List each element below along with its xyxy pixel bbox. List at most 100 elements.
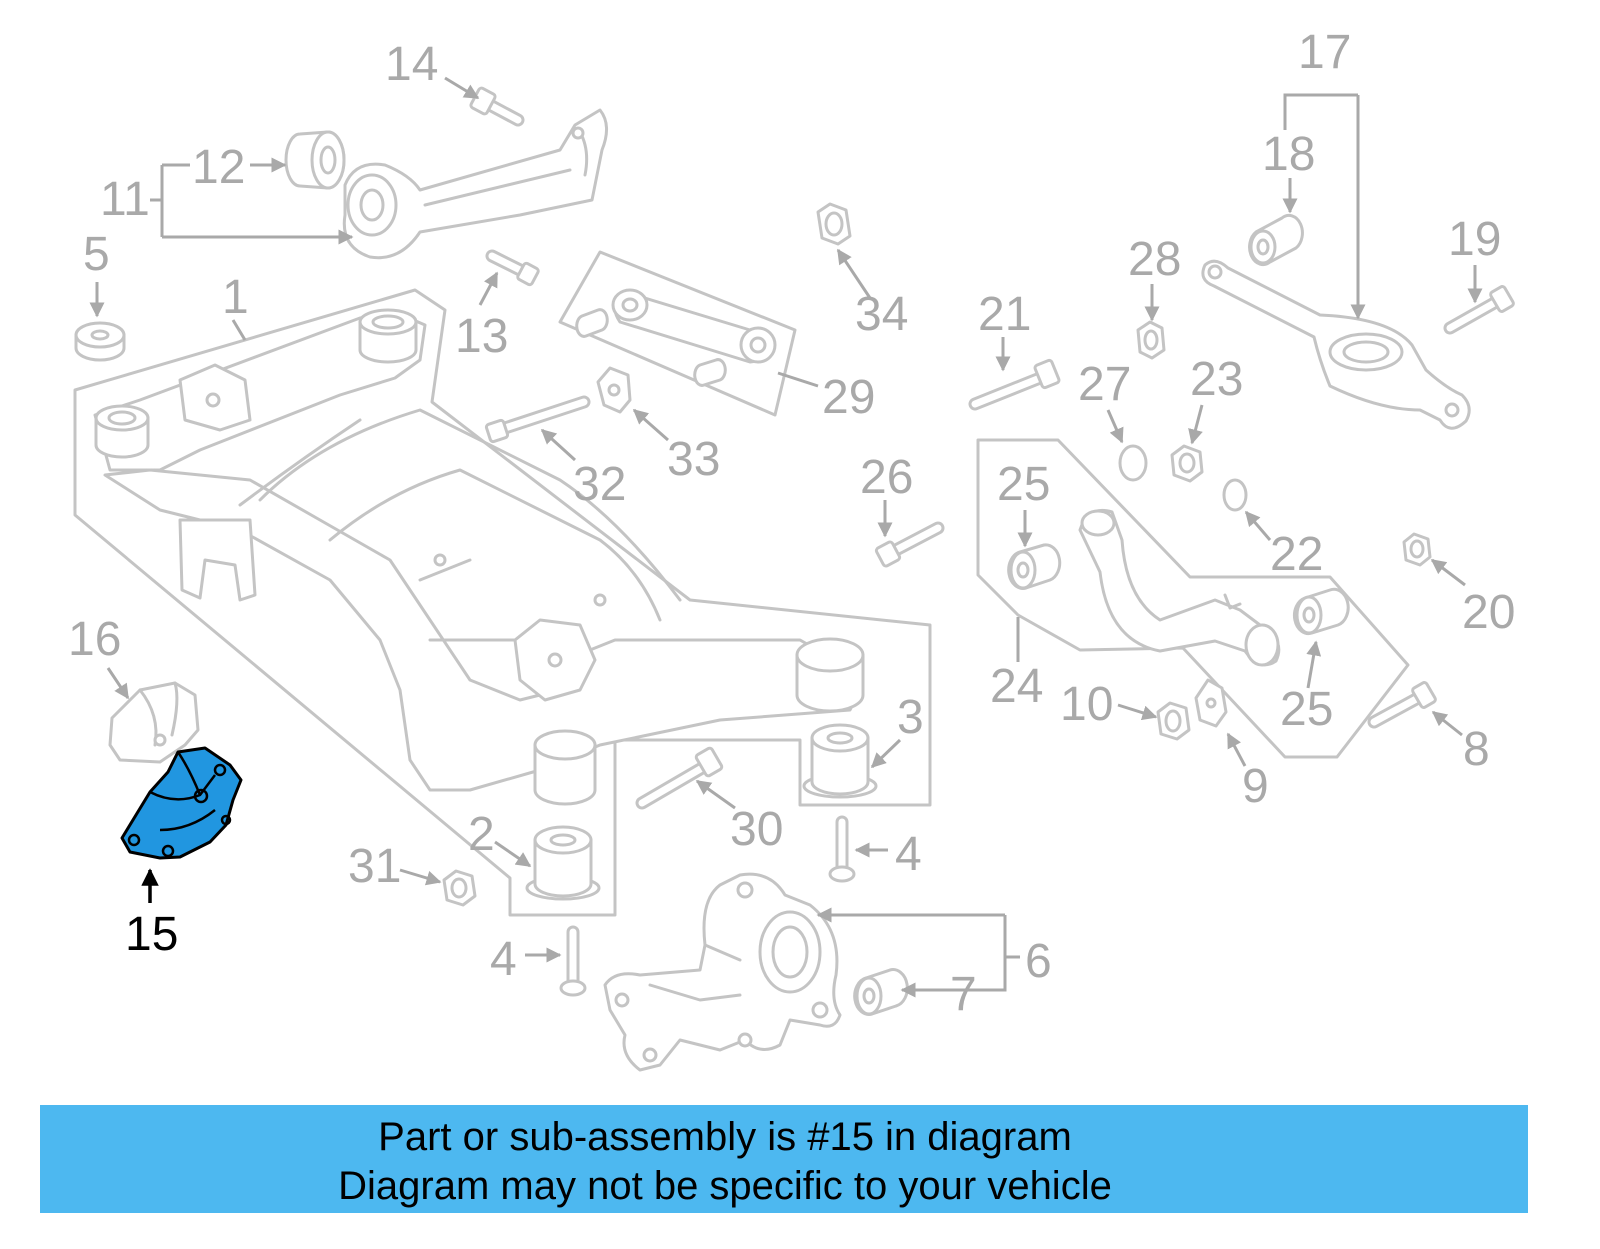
callout-20: 20 bbox=[1462, 586, 1515, 639]
callout-22: 22 bbox=[1270, 528, 1323, 581]
part-10-nut bbox=[1156, 701, 1191, 741]
leader-14 bbox=[444, 76, 480, 100]
part-1-subframe bbox=[73, 288, 932, 917]
upper-arm-body bbox=[342, 108, 608, 260]
leader-9 bbox=[1226, 732, 1247, 767]
subframe-hole bbox=[547, 652, 563, 668]
leader-20 bbox=[1430, 558, 1466, 587]
part-28-nut bbox=[1136, 320, 1166, 360]
part-17-lower-control-arm bbox=[1201, 259, 1471, 430]
part-15-highlighted-mount bbox=[120, 746, 243, 860]
subframe-tube-top bbox=[533, 729, 597, 761]
callout-7: 7 bbox=[950, 968, 977, 1021]
part-12-bushing bbox=[284, 130, 346, 190]
callout-16: 16 bbox=[68, 613, 121, 666]
callout-3: 3 bbox=[897, 691, 924, 744]
part-11-upper-arm bbox=[342, 108, 608, 260]
callout-26: 26 bbox=[860, 451, 913, 504]
part-6-knuckle bbox=[603, 872, 842, 1072]
callout-10: 10 bbox=[1060, 678, 1113, 731]
leader-30 bbox=[695, 779, 736, 810]
part-4-bolt-lower bbox=[559, 925, 587, 997]
callout-15-highlighted: 15 bbox=[125, 908, 178, 961]
callout-21: 21 bbox=[978, 288, 1031, 341]
callout-19: 19 bbox=[1448, 213, 1501, 266]
part-18-bushing bbox=[1248, 213, 1304, 267]
callout-18: 18 bbox=[1262, 128, 1315, 181]
leader-23 bbox=[1188, 404, 1204, 445]
callout-32: 32 bbox=[573, 458, 626, 511]
callout-33: 33 bbox=[667, 433, 720, 486]
callout-29: 29 bbox=[822, 371, 875, 424]
subframe-main-rail bbox=[103, 468, 862, 792]
part-5-washer bbox=[74, 321, 126, 362]
part-34-nut bbox=[816, 202, 852, 246]
part-26-bolt bbox=[874, 521, 945, 568]
part-2-bushing bbox=[525, 825, 601, 901]
leader-32 bbox=[540, 428, 577, 462]
leader-11-bracket bbox=[150, 163, 190, 237]
part-9-bracket bbox=[1194, 678, 1228, 728]
leader-22 bbox=[1244, 510, 1272, 541]
callout-27: 27 bbox=[1078, 358, 1131, 411]
callout-14: 14 bbox=[385, 38, 438, 91]
part-32-bolt bbox=[484, 395, 591, 444]
part-33-bracket bbox=[596, 366, 632, 414]
part-16-mount bbox=[108, 681, 200, 764]
callout-28: 28 bbox=[1128, 233, 1181, 286]
leader-1 bbox=[231, 319, 247, 341]
upper-arm-eye-bore bbox=[359, 188, 385, 222]
callout-labels: 14 17 18 12 11 5 19 28 1 34 13 21 27 23 … bbox=[68, 26, 1515, 1021]
part-23-nut bbox=[1170, 444, 1204, 483]
banner-part-note: Part or sub-assembly is #15 in diagram bbox=[378, 1115, 1072, 1159]
subframe-group-outline bbox=[73, 288, 932, 917]
leader-27 bbox=[1106, 409, 1124, 444]
part-25-bushing-inner bbox=[1007, 543, 1062, 590]
subframe-crossmember-lower bbox=[328, 468, 662, 622]
info-banner: Part or sub-assembly is #15 in diagram D… bbox=[40, 1105, 1528, 1213]
leader-25-outer bbox=[1306, 640, 1322, 689]
part-27-o-ring bbox=[1118, 444, 1148, 482]
callout-9: 9 bbox=[1242, 760, 1269, 813]
callout-13: 13 bbox=[455, 310, 508, 363]
callout-6: 6 bbox=[1025, 935, 1052, 988]
part-29-lateral-link bbox=[558, 250, 797, 417]
leader-34 bbox=[836, 248, 872, 299]
callout-31: 31 bbox=[348, 840, 401, 893]
leader-2 bbox=[494, 840, 532, 868]
subframe-tube-bore bbox=[371, 314, 405, 330]
callout-5: 5 bbox=[83, 228, 110, 281]
callout-23: 23 bbox=[1190, 353, 1243, 406]
leader-3 bbox=[870, 738, 902, 769]
callout-24: 24 bbox=[990, 660, 1043, 713]
callout-17: 17 bbox=[1298, 26, 1351, 79]
callout-1: 1 bbox=[222, 271, 249, 324]
part-21-bolt bbox=[968, 358, 1061, 411]
subframe-crossmember bbox=[258, 408, 682, 602]
subframe-tube-bore bbox=[107, 410, 137, 426]
leader-10 bbox=[1117, 703, 1158, 721]
leader-17-bracket bbox=[1283, 93, 1358, 130]
part-31-nut bbox=[442, 869, 477, 907]
subframe-tube-front-left bbox=[533, 743, 597, 806]
part-3-bushing bbox=[802, 723, 878, 799]
part-19-bolt bbox=[1443, 285, 1515, 335]
callout-11: 11 bbox=[100, 173, 150, 226]
part-8-bolt bbox=[1367, 681, 1437, 729]
subframe-left-legs bbox=[178, 518, 257, 602]
leader-lines bbox=[89, 76, 1483, 998]
callout-25-inner: 25 bbox=[997, 458, 1050, 511]
leader-33 bbox=[632, 408, 669, 442]
part-30-bolt bbox=[635, 746, 724, 810]
leader-13 bbox=[478, 271, 499, 306]
leader-16 bbox=[106, 667, 130, 700]
upper-arm-hole bbox=[571, 126, 585, 140]
part-25-bushing-outer bbox=[1292, 587, 1350, 636]
subframe-hole bbox=[205, 392, 221, 408]
arm-group-outline bbox=[976, 438, 1410, 759]
leader-31 bbox=[399, 868, 442, 886]
part-7-bushing bbox=[853, 968, 909, 1016]
subframe-tube-top bbox=[795, 637, 865, 673]
